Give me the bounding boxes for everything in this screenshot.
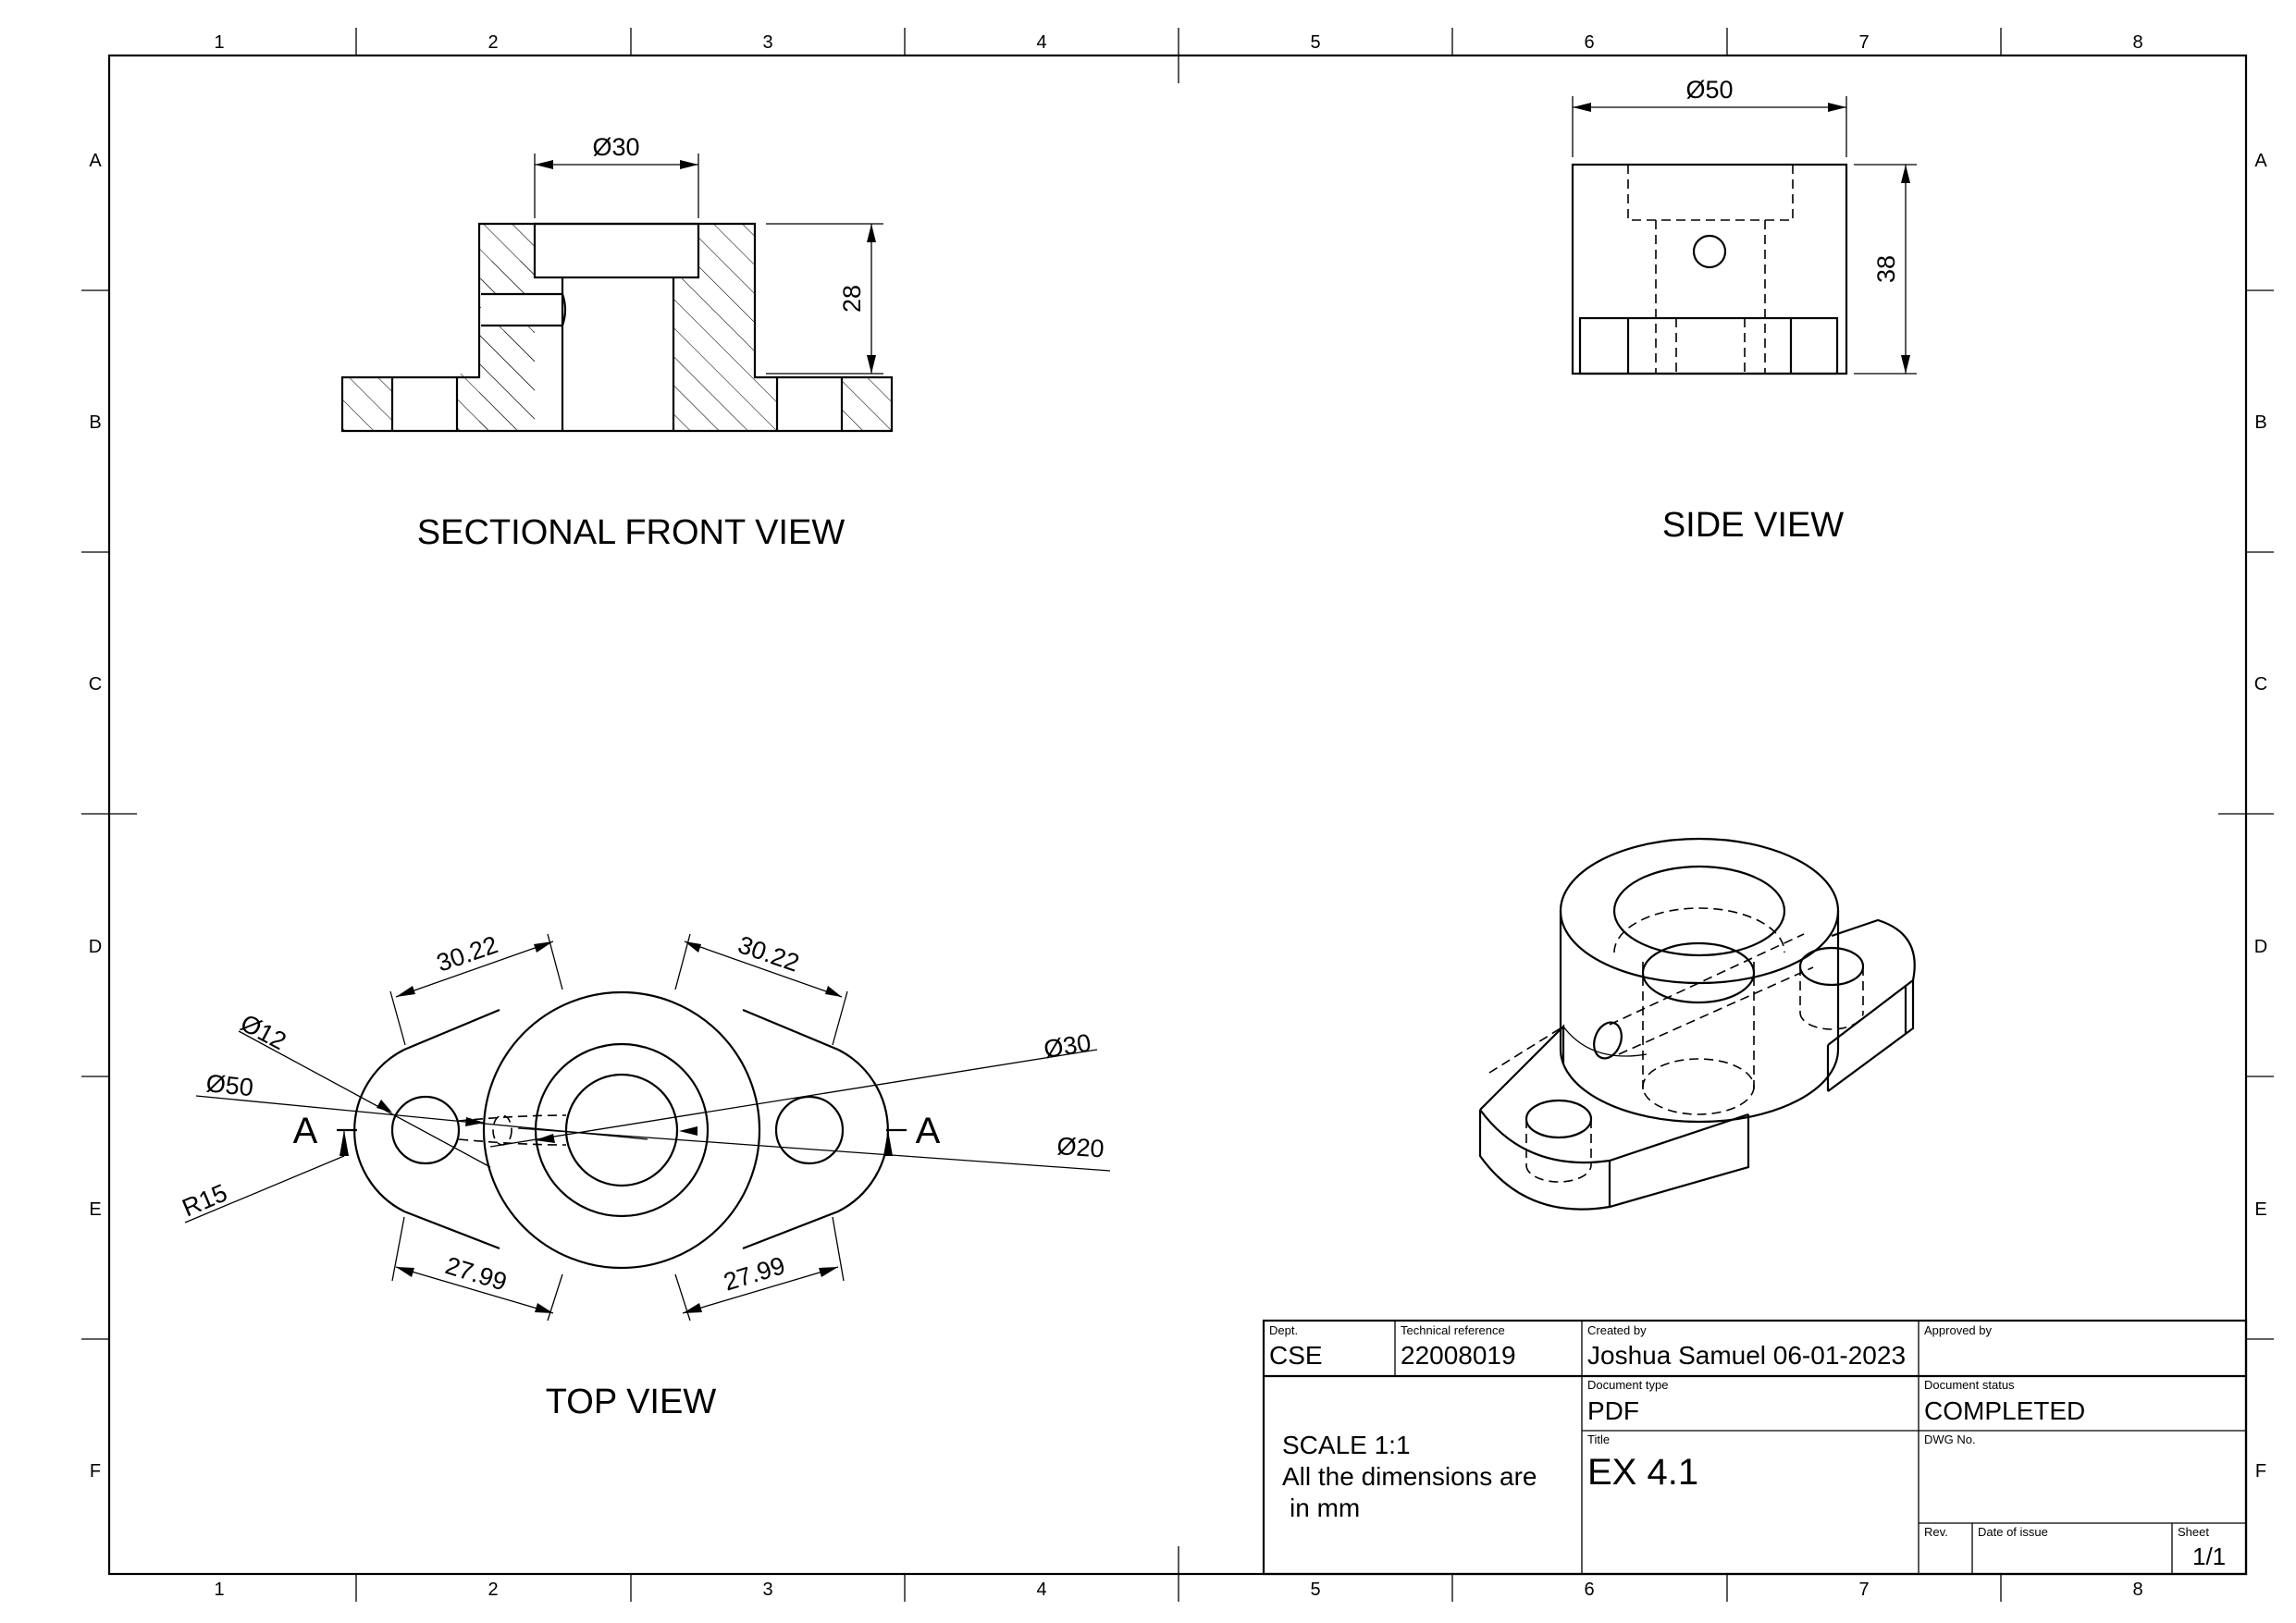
dim-top-d50: Ø50 [204, 1069, 254, 1101]
col-label: 4 [1036, 1580, 1046, 1600]
rev-label: Rev. [1924, 1525, 1948, 1539]
row-label: B [2254, 412, 2266, 433]
col-label: 3 [762, 1580, 772, 1600]
dim-front-bore: Ø30 [592, 133, 639, 161]
dim-top-lower-right: 27.99 [721, 1251, 788, 1296]
row-label: E [2254, 1199, 2266, 1220]
approved-label: Approved by [1924, 1323, 1992, 1337]
dim-side-height: 38 [1872, 255, 1900, 283]
column-labels-top: 1 2 3 4 5 6 7 8 [214, 32, 2142, 53]
side-view: Ø50 38 SIDE VIEW [1571, 76, 1917, 545]
row-label: A [2254, 151, 2267, 171]
scale-note: SCALE 1:1 [1282, 1431, 1411, 1459]
row-label: B [89, 412, 101, 433]
col-label: 6 [1584, 32, 1594, 53]
date-label: Date of issue [1978, 1525, 2048, 1539]
sheet-border [81, 28, 2274, 1602]
title-label: Title [1587, 1432, 1610, 1446]
row-label: F [2255, 1461, 2266, 1482]
doctype-label: Document type [1587, 1378, 1668, 1392]
dept-label: Dept. [1269, 1323, 1298, 1337]
dim-top-d12: Ø12 [236, 1009, 290, 1055]
row-labels-right: A B C D E F [2254, 151, 2268, 1482]
sheet-value: 1/1 [2192, 1543, 2226, 1570]
row-label: E [89, 1199, 101, 1220]
column-labels-bottom: 1 2 3 4 5 6 7 8 [214, 1580, 2142, 1600]
dim-top-r15: R15 [179, 1179, 231, 1223]
units-note: in mm [1290, 1494, 1360, 1522]
status-value: COMPLETED [1924, 1396, 2085, 1425]
col-label: 7 [1858, 32, 1869, 53]
col-label: 4 [1036, 32, 1046, 53]
col-label: 2 [488, 1580, 498, 1600]
dim-top-upper-right: 30.22 [734, 930, 803, 977]
section-marker-left: A [293, 1111, 318, 1151]
section-marker-right: A [916, 1111, 941, 1151]
dept-value: CSE [1269, 1341, 1323, 1370]
isometric-view [1478, 837, 1916, 1211]
col-label: 5 [1310, 32, 1320, 53]
col-label: 6 [1584, 1580, 1594, 1600]
dim-top-upper-left: 30.22 [433, 930, 501, 977]
dim-side-width: Ø50 [1685, 76, 1733, 104]
row-label: D [2254, 937, 2267, 957]
col-label: 1 [214, 32, 224, 53]
sheet-label: Sheet [2178, 1525, 2209, 1539]
row-label: D [89, 937, 102, 957]
col-label: 2 [488, 32, 498, 53]
col-label: 8 [2132, 1580, 2142, 1600]
dim-top-d30: Ø30 [1042, 1028, 1092, 1064]
col-label: 5 [1310, 1580, 1320, 1600]
sectional-front-view: Ø30 28 SECTIONAL FRONT VIEW [340, 133, 894, 552]
dim-top-lower-left: 27.99 [442, 1251, 510, 1296]
top-view-title: TOP VIEW [546, 1383, 717, 1421]
row-labels-left: A B C D E F [89, 151, 103, 1482]
col-label: 1 [214, 1580, 224, 1600]
title-block: Dept. CSE Technical reference 22008019 C… [1262, 1319, 2248, 1576]
row-label: C [2254, 674, 2267, 695]
status-label: Document status [1924, 1378, 2015, 1392]
side-view-title: SIDE VIEW [1662, 506, 1844, 545]
dimension-note: All the dimensions are [1282, 1462, 1537, 1491]
col-label: 3 [762, 32, 772, 53]
row-label: F [90, 1461, 101, 1482]
row-label: A [89, 151, 102, 171]
created-label: Created by [1587, 1323, 1647, 1337]
row-label: C [89, 674, 102, 695]
dim-front-height: 28 [838, 285, 866, 313]
dim-top-d20: Ø20 [1056, 1132, 1105, 1162]
col-label: 8 [2132, 32, 2142, 53]
techref-value: 22008019 [1401, 1341, 1516, 1370]
doctype-value: PDF [1587, 1396, 1639, 1425]
techref-label: Technical reference [1401, 1323, 1505, 1337]
top-view: A A 30.22 30.22 27.99 27.99 Ø12 [179, 930, 1111, 1421]
created-value: Joshua Samuel 06-01-2023 [1587, 1341, 1906, 1370]
title-value: EX 4.1 [1587, 1452, 1698, 1493]
dwg-label: DWG No. [1924, 1432, 1976, 1446]
front-view-title: SECTIONAL FRONT VIEW [417, 513, 846, 552]
col-label: 7 [1858, 1580, 1869, 1600]
